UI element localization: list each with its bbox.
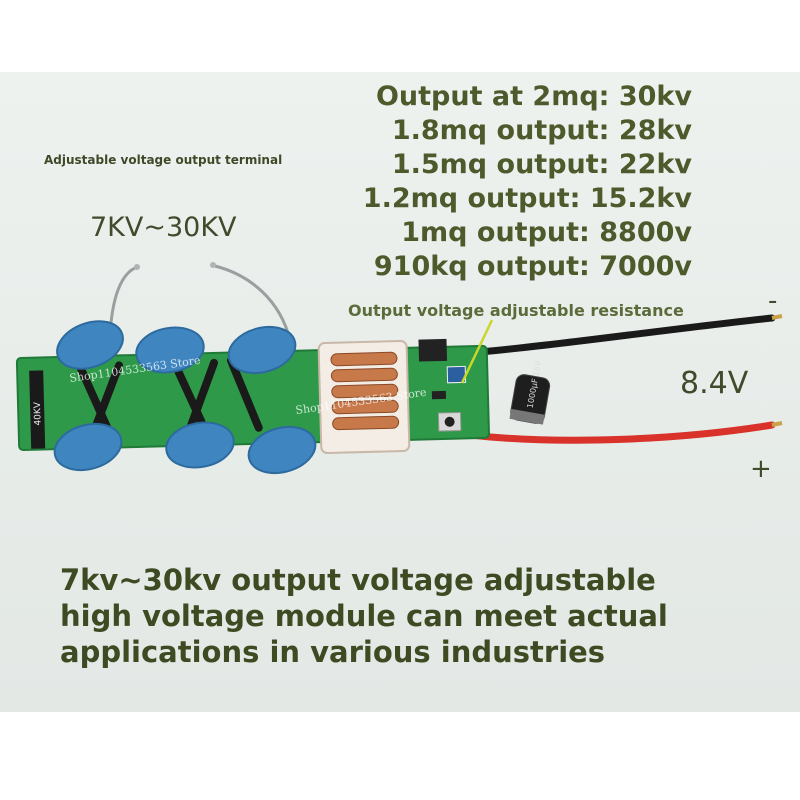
capacitor-stripe xyxy=(509,408,545,425)
hv-capacitor xyxy=(227,325,297,375)
left-wire-tip xyxy=(134,264,140,270)
hv-capacitor xyxy=(56,320,124,370)
coil-winding xyxy=(330,351,398,367)
hv-capacitor xyxy=(135,326,205,374)
electrolytic-capacitor: 1000μF 16V xyxy=(509,359,551,425)
caption-line: applications in various industries xyxy=(60,635,606,669)
positive-terminal-label: + xyxy=(750,454,772,484)
pcb-board: 40KV xyxy=(15,338,490,454)
right-wire-tip xyxy=(210,262,216,268)
spec-line: 1.2mq output: 15.2kv xyxy=(362,183,692,214)
diode xyxy=(226,356,263,432)
negative-wire xyxy=(476,314,776,356)
hv-capacitor xyxy=(165,421,235,469)
caption-line: 7kv~30kv output voltage adjustable xyxy=(60,563,656,597)
push-button-cap xyxy=(444,416,455,427)
spec-line: 1.8mq output: 28kv xyxy=(391,115,692,146)
hv-diode-stack xyxy=(29,370,46,449)
smd-component xyxy=(431,390,447,400)
diode-rating-text: 40KV xyxy=(33,401,44,426)
caption-line: high voltage module can meet actual xyxy=(60,599,668,633)
diode xyxy=(88,361,124,439)
spec-line: 910kq output: 7000v xyxy=(373,251,692,282)
negative-terminal-label: - xyxy=(768,286,778,316)
coil-winding xyxy=(332,415,400,431)
spec-line: 1.5mq output: 22kv xyxy=(391,149,692,180)
negative-wire-tip xyxy=(771,314,783,320)
spec-line: 1mq output: 8800v xyxy=(401,217,692,248)
coil-winding xyxy=(330,367,398,383)
positive-wire xyxy=(466,421,776,444)
right-output-wire xyxy=(214,264,292,341)
diode xyxy=(169,357,210,436)
positive-wire-tip xyxy=(771,421,783,427)
diode xyxy=(75,360,115,440)
hv-capacitor xyxy=(247,425,317,475)
input-voltage-label: 8.4V xyxy=(680,366,749,401)
coil-winding xyxy=(331,399,399,415)
spec-line: Output at 2mq: 30kv xyxy=(375,81,692,112)
voltage-range-label: 7KV~30KV xyxy=(90,212,237,243)
diode xyxy=(184,358,219,436)
output-terminal-label: Adjustable voltage output terminal xyxy=(44,153,283,167)
hv-capacitor xyxy=(53,422,123,472)
resistor-pointer-line xyxy=(460,319,494,384)
product-caption: 7kv~30kv output voltage adjustable high … xyxy=(60,562,760,670)
adjustable-resistance-label: Output voltage adjustable resistance xyxy=(348,301,684,320)
coil-winding xyxy=(331,383,399,399)
mosfet-chip xyxy=(418,338,448,362)
output-spec-list: Output at 2mq: 30kv 1.8mq output: 28kv 1… xyxy=(300,80,692,284)
